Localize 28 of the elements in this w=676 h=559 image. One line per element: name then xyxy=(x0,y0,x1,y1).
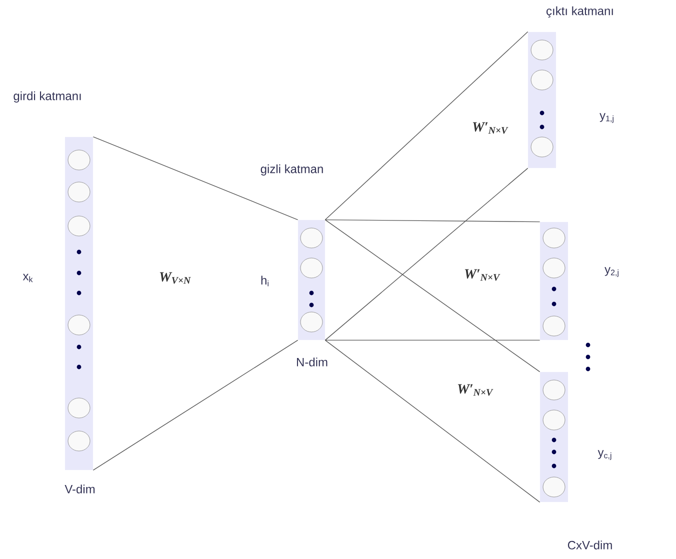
layer-label: gizli katman xyxy=(260,164,323,176)
connection-line xyxy=(92,136,298,220)
layer-label: N-dim xyxy=(297,358,328,366)
layer-column xyxy=(540,222,568,340)
layer-label: y$_{1,j}$ xyxy=(600,113,614,123)
layer-label: y$_{c,j}$ xyxy=(598,450,612,460)
layer-label: h$_{i}$ xyxy=(261,276,268,286)
connection-line xyxy=(324,340,540,341)
layer-label: V-dim xyxy=(64,484,95,494)
layer-column xyxy=(298,220,325,340)
connection-line xyxy=(92,340,298,471)
layer-label: CxV-dim xyxy=(568,540,612,550)
connection-line xyxy=(324,219,540,372)
connection-line xyxy=(324,219,540,222)
weight-label: W′$_{N×V}$ xyxy=(458,384,494,396)
layer-label: girdi katmanı xyxy=(14,91,81,103)
connection-line xyxy=(324,340,540,503)
connection-line xyxy=(324,31,528,220)
layer-column xyxy=(528,32,556,168)
layer-label: y$_{2,j}$ xyxy=(604,267,618,277)
layer-label: çıktı katmanı xyxy=(546,6,613,18)
layer-column xyxy=(65,137,93,470)
layer-column xyxy=(540,372,568,502)
weight-label: W′$_{N×V}$ xyxy=(464,269,500,281)
weight-label: W$_{V×N}$ xyxy=(160,272,191,284)
weight-label: W′$_{N×V}$ xyxy=(472,122,508,134)
layer-label: x$_{k}$ xyxy=(22,274,33,282)
connection-line xyxy=(324,168,528,341)
